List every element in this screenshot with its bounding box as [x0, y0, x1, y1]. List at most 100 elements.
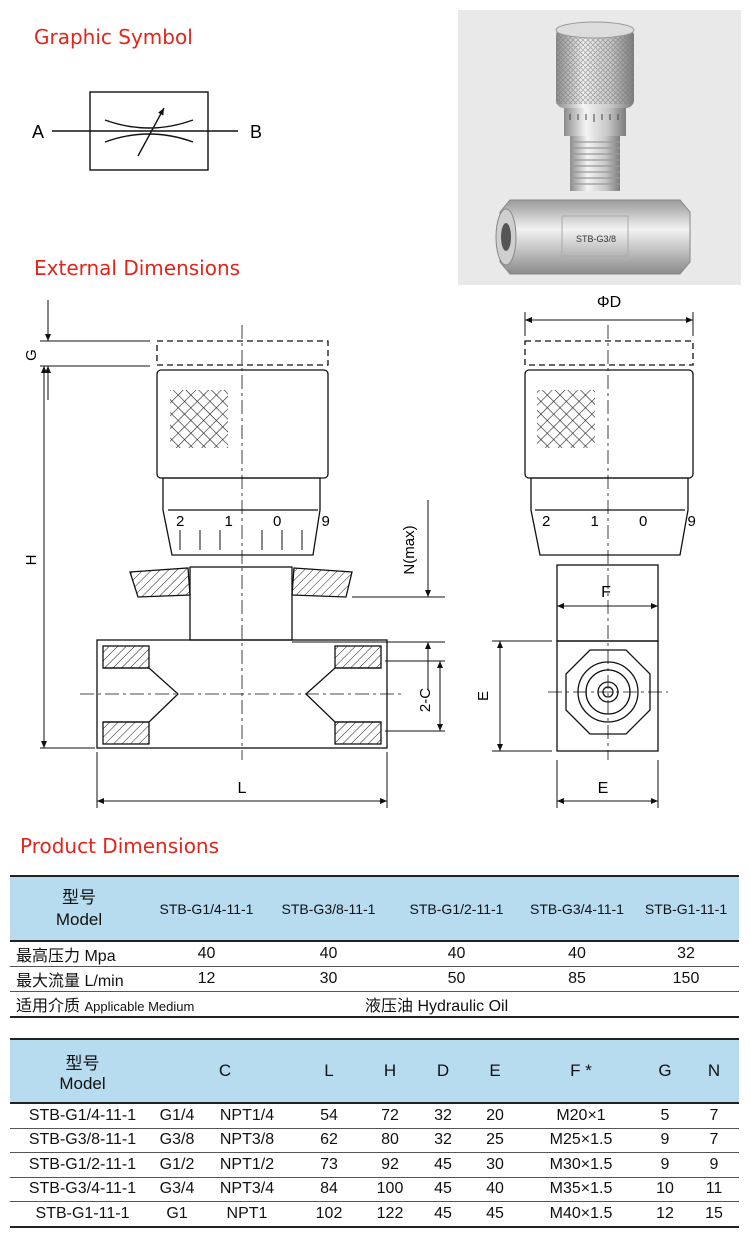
thread-stem: [570, 136, 620, 191]
external-dimensions-heading: External Dimensions: [34, 256, 241, 280]
flow-cell: 85: [521, 966, 633, 992]
technical-drawing: A B 2 1 0 9: [23, 91, 714, 808]
g-cell: 12: [641, 1201, 689, 1228]
dim-e-horizontal-label: E: [598, 780, 609, 797]
c-npt-cell: NPT3/8: [199, 1128, 295, 1153]
l-cell: 84: [295, 1177, 363, 1202]
g-cell: 9: [641, 1152, 689, 1178]
port-b-label: B: [250, 122, 262, 142]
c-g-cell: G3/8: [155, 1128, 199, 1153]
model-cell: STB-G1/2-11-1: [10, 1152, 155, 1178]
flow-cell: 50: [392, 966, 521, 992]
table-row: STB-G1/4-11-1 G1/4 NPT1/4 54 72 32 20 M2…: [10, 1103, 739, 1129]
f-cell: M25×1.5: [521, 1128, 641, 1153]
medium-row: 适用介质 Applicable Medium 液压油 Hydraulic Oil: [10, 991, 739, 1018]
model-cell: STB-G3/8-11-1: [10, 1128, 155, 1153]
flow-cell: 30: [265, 966, 392, 992]
d-cell: 32: [417, 1128, 469, 1153]
product-photo: STB-G3/8: [458, 10, 741, 285]
table-row: STB-G3/4-11-1 G3/4 NPT3/4 84 100 45 40 M…: [10, 1177, 739, 1202]
col-header-n: N: [689, 1038, 739, 1104]
col-header-g: G: [641, 1038, 689, 1104]
photo-body-label: STB-G3/8: [576, 234, 616, 244]
col-header-h: H: [363, 1038, 417, 1104]
e-cell: 30: [469, 1152, 521, 1178]
front-dial-numbers: 2 1 0 9: [176, 513, 348, 530]
l-cell: 62: [295, 1128, 363, 1153]
max-flow-label: 最大流量 L/min: [10, 966, 148, 992]
model-header-cell: 型号 Model: [10, 1038, 155, 1104]
c-g-cell: G1: [155, 1201, 199, 1228]
medium-label: 适用介质 Applicable Medium: [10, 991, 265, 1018]
model-header-cn: 型号: [62, 887, 96, 907]
dial-collar: [564, 108, 626, 136]
h-cell: 72: [363, 1103, 417, 1129]
model-column-header: STB-G3/4-11-1: [521, 875, 633, 942]
d-cell: 32: [417, 1103, 469, 1129]
e-cell: 25: [469, 1128, 521, 1153]
dim-g-label: G: [23, 349, 40, 361]
pressure-cell: 40: [148, 941, 265, 967]
f-cell: M40×1.5: [521, 1201, 641, 1228]
model-column-header: STB-G3/8-11-1: [265, 875, 392, 942]
dim-n-label: N(max): [401, 525, 418, 574]
dim-h-label: H: [23, 555, 40, 566]
h-cell: 100: [363, 1177, 417, 1202]
dim-2c-label: 2-C: [417, 688, 434, 712]
graphic-symbol-heading: Graphic Symbol: [34, 25, 193, 49]
knob-top: [555, 21, 635, 39]
model-column-header: STB-G1/4-11-1: [148, 875, 265, 942]
max-pressure-row: 最高压力 Mpa 40 40 40 40 32: [10, 941, 739, 967]
f-cell: M20×1: [521, 1103, 641, 1129]
model-cell: STB-G1/4-11-1: [10, 1103, 155, 1129]
n-cell: 15: [689, 1201, 739, 1228]
c-npt-cell: NPT1: [199, 1201, 295, 1228]
e-cell: 40: [469, 1177, 521, 1202]
model-column-header: STB-G1/2-11-1: [392, 875, 521, 942]
product-dimensions-heading: Product Dimensions: [20, 834, 220, 858]
side-view: [524, 325, 694, 760]
l-cell: 73: [295, 1152, 363, 1178]
front-dimensions: [40, 300, 445, 808]
c-npt-cell: NPT3/4: [199, 1177, 295, 1202]
col-header-d: D: [417, 1038, 469, 1104]
l-cell: 54: [295, 1103, 363, 1129]
col-header-l: L: [295, 1038, 363, 1104]
model-header-en: Model: [55, 909, 103, 929]
flow-cell: 12: [148, 966, 265, 992]
g-cell: 5: [641, 1103, 689, 1129]
col-header-c: C: [155, 1038, 295, 1104]
knob-knurl: [556, 32, 634, 104]
model-cell: STB-G1-11-1: [10, 1201, 155, 1228]
n-cell: 7: [689, 1128, 739, 1153]
dimensions-table-header: 型号 Model C L H D E F * G N: [10, 1038, 739, 1104]
pressure-cell: 32: [633, 941, 739, 967]
dimensions-table: 型号 Model C L H D E F * G N STB-G1/4-11-1…: [10, 1038, 739, 1228]
pressure-cell: 40: [392, 941, 521, 967]
side-dial-numbers: 2 1 0 9: [542, 513, 714, 530]
front-view: [80, 325, 405, 760]
model-header-cell: 型号 Model: [10, 875, 148, 942]
h-cell: 92: [363, 1152, 417, 1178]
model-column-header: STB-G1-11-1: [633, 875, 739, 942]
h-cell: 80: [363, 1128, 417, 1153]
e-cell: 20: [469, 1103, 521, 1129]
graphic-symbol: [52, 91, 238, 171]
table-row: STB-G1/2-11-1 G1/2 NPT1/2 73 92 45 30 M3…: [10, 1152, 739, 1178]
table-row: STB-G3/8-11-1 G3/8 NPT3/8 62 80 32 25 M2…: [10, 1128, 739, 1153]
port-a-label: A: [32, 122, 44, 142]
flow-cell: 150: [633, 966, 739, 992]
dim-d-label: ΦD: [597, 294, 621, 311]
g-cell: 10: [641, 1177, 689, 1202]
l-cell: 102: [295, 1201, 363, 1228]
c-g-cell: G1/4: [155, 1103, 199, 1129]
col-header-e: E: [469, 1038, 521, 1104]
table-row: STB-G1-11-1 G1 NPT1 102 122 45 45 M40×1.…: [10, 1201, 739, 1228]
d-cell: 45: [417, 1201, 469, 1228]
c-npt-cell: NPT1/2: [199, 1152, 295, 1178]
n-cell: 9: [689, 1152, 739, 1178]
c-npt-cell: NPT1/4: [199, 1103, 295, 1129]
d-cell: 45: [417, 1177, 469, 1202]
g-cell: 9: [641, 1128, 689, 1153]
col-header-f: F *: [521, 1038, 641, 1104]
